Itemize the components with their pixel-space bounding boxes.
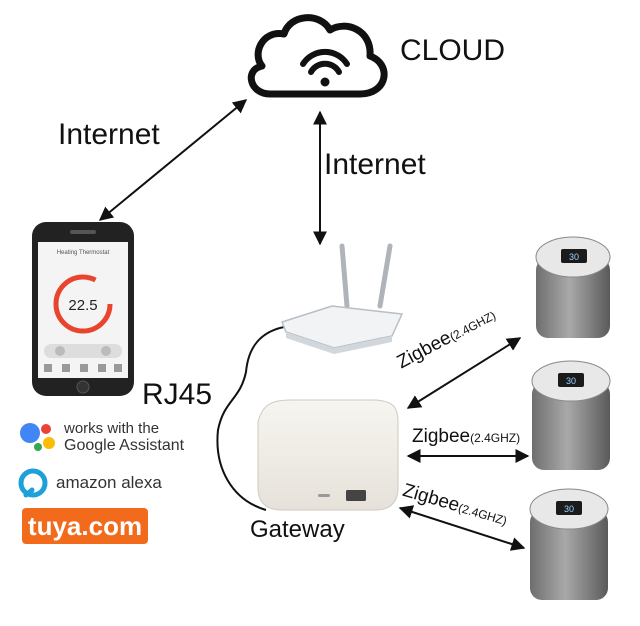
gateway-label: Gateway [250, 516, 345, 543]
smartphone [32, 222, 134, 396]
gateway-icon [257, 399, 399, 511]
router-icon [281, 243, 404, 354]
google-badge-line1: works with the [64, 420, 160, 437]
google-assistant-badge: works with the Google Assistant [18, 420, 184, 454]
thermostat-3-display: 30 [564, 504, 574, 514]
zigbee-protocol-2: Zigbee [412, 426, 471, 447]
google-assistant-icon [20, 423, 55, 451]
alexa-icon [18, 468, 48, 498]
rj45-cable [216, 325, 291, 511]
thermostat-1 [535, 236, 611, 338]
tuya-badge: tuya.com [22, 508, 148, 544]
zigbee-arrow-3 [398, 505, 526, 551]
thermostat-2-display: 30 [566, 376, 576, 386]
thermostat-1-display: 30 [569, 252, 579, 262]
internet-arrow-phone [98, 99, 248, 221]
google-badge-line2: Google Assistant [64, 437, 185, 454]
phone-temperature: 22.5 [68, 297, 97, 314]
zigbee-label-2: Zigbee(2.4GHZ) [412, 426, 520, 448]
phone-app-title: Heating Thermostat [57, 250, 110, 256]
rj45-label: RJ45 [142, 378, 213, 411]
zigbee-band-2: (2.4GHZ) [470, 431, 521, 445]
cloud-icon [247, 14, 388, 98]
internet-label-left: Internet [58, 118, 160, 151]
zigbee-arrow-1 [406, 337, 522, 409]
alexa-badge: amazon alexa [18, 468, 162, 498]
internet-label-right: Internet [324, 148, 426, 181]
alexa-label: amazon alexa [56, 473, 162, 492]
thermostat-3 [529, 488, 609, 600]
thermostat-2 [531, 360, 611, 470]
cloud-label: CLOUD [400, 34, 506, 67]
